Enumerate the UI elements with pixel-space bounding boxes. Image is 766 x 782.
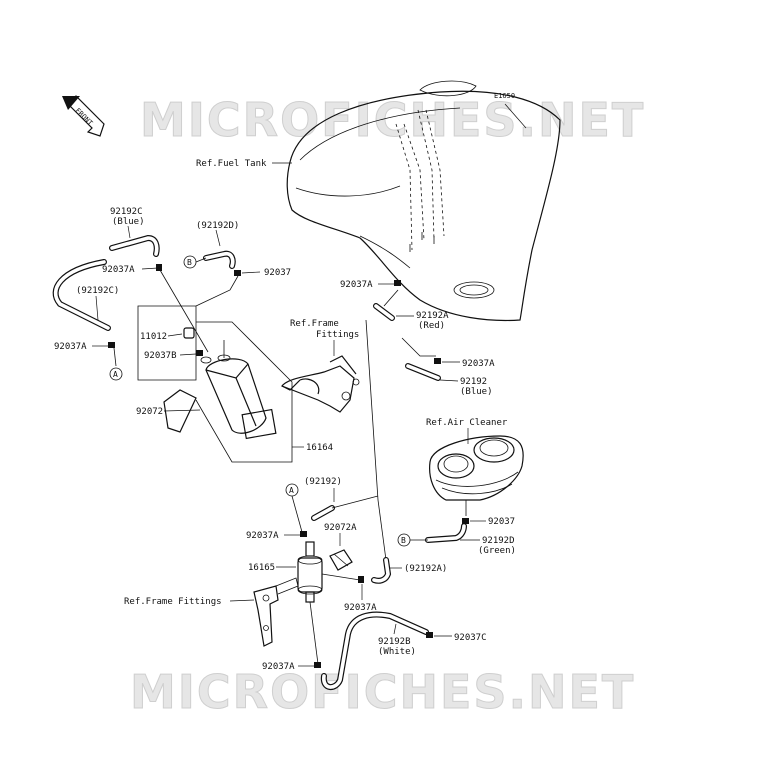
- line-right-hose: [401, 337, 436, 357]
- leader-92192d-paren: [215, 229, 221, 247]
- bracket-92072a: [329, 549, 353, 571]
- air-cleaner-drawing: [429, 435, 524, 501]
- label-92192-paren: (92192): [304, 477, 342, 487]
- marker-a-left: [109, 367, 123, 381]
- clamp-92037a-upper-left: [156, 264, 162, 271]
- label-92037a-bottom: 92037A: [262, 662, 295, 672]
- clamp-92037b: [196, 350, 203, 356]
- label-92037b: 92037B: [144, 351, 177, 361]
- canister-16164: [200, 340, 277, 440]
- diagram-code-leader: [504, 103, 527, 129]
- label-92192d-paren: (92192D): [196, 221, 239, 231]
- label-16165: 16165: [248, 563, 275, 573]
- leader-92037-upper: [241, 271, 261, 274]
- cap-11012: [183, 327, 195, 339]
- line-long-vertical: [365, 319, 387, 561]
- hose-92192c-upper: [52, 234, 160, 331]
- line-to-marker-a-left: [113, 347, 117, 367]
- marker-a-left-label: A: [113, 370, 118, 379]
- label-ref-air-cleaner: Ref.Air Cleaner: [426, 418, 508, 428]
- line-filter-right: [321, 573, 361, 581]
- label-16164: 16164: [306, 443, 333, 453]
- watermark-top: MICROFICHES.NET: [140, 93, 645, 147]
- label-92037a-left: 92037A: [54, 342, 87, 352]
- label-92192b-white-num: 92192B: [378, 637, 411, 647]
- callout-box-right: [195, 321, 293, 463]
- leader-92192-blue: [439, 379, 459, 382]
- label-92037a-tank: 92037A: [340, 280, 373, 290]
- label-92037a-right: 92037A: [462, 359, 495, 369]
- label-92192a-red-color: (Red): [418, 321, 445, 331]
- label-92192-blue-num: 92192: [460, 377, 487, 387]
- label-11012: 11012: [140, 332, 167, 342]
- leader-11012: [167, 333, 183, 337]
- bracket-92072: [163, 389, 197, 433]
- label-92192-blue-color: (Blue): [460, 387, 493, 397]
- label-92037-aircleaner: 92037: [488, 517, 515, 527]
- hose-92192-lower: [311, 505, 335, 521]
- diagram-code: E1650: [494, 92, 515, 100]
- label-92192c-blue-num: 92192C: [110, 207, 143, 217]
- clamp-92037a-tank: [394, 280, 401, 286]
- clamp-92037a-bottom: [314, 662, 321, 668]
- label-92192d-green-color: (Green): [478, 546, 516, 556]
- clamp-92037a-lower-mid: [358, 576, 364, 583]
- leader-92192b-white: [393, 623, 397, 635]
- label-92192a-red-num: 92192A: [416, 311, 449, 321]
- hose-92192b-white: [320, 611, 429, 690]
- leader-92037b: [179, 353, 197, 356]
- label-92192d-green-num: 92192D: [482, 536, 515, 546]
- label-92192c-paren: (92192C): [76, 286, 119, 296]
- line-tank-hose: [383, 289, 399, 307]
- fuel-tank-drawing: [286, 80, 561, 322]
- leader-ref-frame-fittings-lower: [229, 599, 255, 602]
- label-92192c-blue-color: (Blue): [112, 217, 145, 227]
- line-lower-hose: [331, 495, 379, 509]
- front-arrow-icon: FRONT: [62, 95, 105, 137]
- label-ref-frame-fittings-lower: Ref.Frame Fittings: [124, 597, 222, 607]
- label-92037c: 92037C: [454, 633, 487, 643]
- clamp-92037c: [426, 632, 433, 638]
- label-ref-fuel-tank: Ref.Fuel Tank: [196, 159, 267, 169]
- hose-92192d-green: [425, 523, 467, 543]
- fuel-filter-16165: [297, 541, 323, 603]
- leader-92072: [163, 409, 201, 412]
- label-92037-upper: 92037: [264, 268, 291, 278]
- label-92037a-upper-left: 92037A: [102, 265, 135, 275]
- hose-92192a-red: [373, 303, 395, 321]
- hose-92192-blue: [405, 363, 441, 381]
- line-marker-a-lower: [291, 495, 303, 533]
- label-92072a: 92072A: [324, 523, 357, 533]
- leader-92037a-upper-left: [141, 267, 159, 270]
- marker-a-lower-label: A: [289, 486, 294, 495]
- clamp-92037a-left: [108, 342, 115, 348]
- label-ref-frame-fittings-upper-2: Fittings: [316, 330, 359, 340]
- leader-92192c-blue: [127, 225, 131, 239]
- leader-92192c-paren: [95, 295, 99, 321]
- label-ref-frame-fittings-upper-1: Ref.Frame: [290, 319, 339, 329]
- label-92192b-white-color: (White): [378, 647, 416, 657]
- line-filter-down: [309, 601, 319, 665]
- hose-92192a-lower: [371, 557, 392, 584]
- clamp-92037a-right: [434, 358, 441, 364]
- label-92037a-lower-mid: 92037A: [344, 603, 377, 613]
- hose-92192d-upper: [203, 250, 236, 269]
- clamp-92037-aircleaner: [462, 518, 469, 524]
- line-canister-upper: [195, 275, 239, 307]
- frame-fittings-lower: [253, 577, 299, 647]
- frame-fittings-upper: [281, 355, 360, 413]
- callout-box-left: [137, 305, 197, 381]
- label-92037a-filter: 92037A: [246, 531, 279, 541]
- line-marker-b-upper: [195, 257, 207, 263]
- label-92072: 92072: [136, 407, 163, 417]
- line-canister-left: [159, 269, 209, 353]
- label-92192a-paren: (92192A): [404, 564, 447, 574]
- clamp-92037a-filter: [300, 531, 307, 537]
- watermark-bottom: MICROFICHES.NET: [130, 665, 635, 719]
- marker-b-upper-label: B: [187, 258, 192, 267]
- clamp-92037-upper: [234, 270, 241, 276]
- marker-b-lower-label: B: [401, 536, 406, 545]
